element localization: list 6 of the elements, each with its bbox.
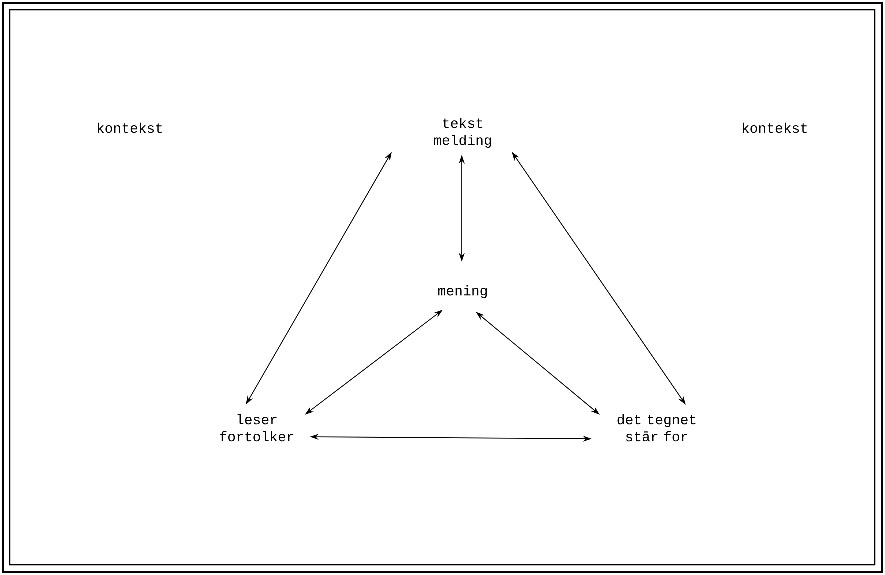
term-label: tekst melding — [434, 118, 492, 148]
term-label: leser fortolker — [220, 414, 294, 442]
term-label: mening — [438, 285, 488, 299]
context-label: kontekst — [743, 122, 808, 134]
context-label: kontekst — [98, 122, 162, 134]
term-label: det tegnet står for — [618, 414, 696, 442]
